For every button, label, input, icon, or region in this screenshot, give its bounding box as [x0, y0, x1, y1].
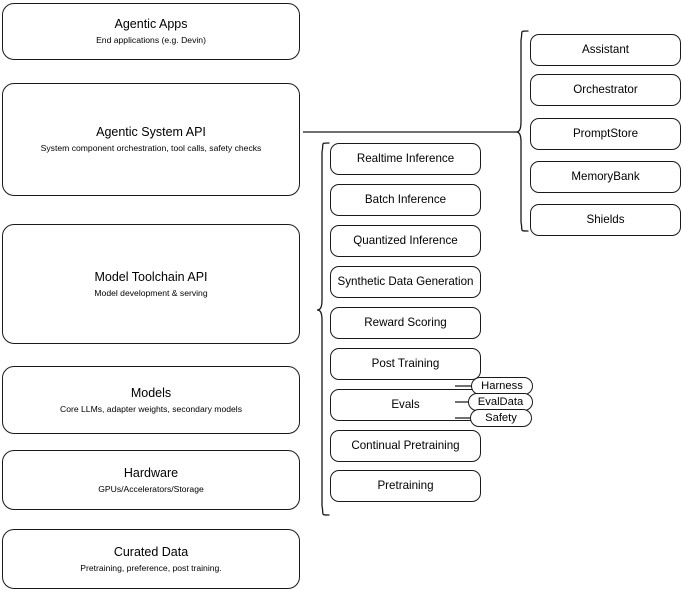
evals-pill-safety[interactable]: Safety [470, 409, 532, 427]
agentic-component-orchestrator[interactable]: Orchestrator [530, 74, 681, 106]
toolchain-item-label: Realtime Inference [356, 152, 455, 165]
agentic-component-shields[interactable]: Shields [530, 204, 681, 236]
layer-box-model-toolchain-api[interactable]: Model Toolchain API Model development & … [2, 224, 300, 344]
agentic-component-label: MemoryBank [571, 170, 640, 183]
layer-title: Model Toolchain API [94, 269, 208, 284]
layer-title: Agentic Apps [114, 17, 188, 31]
agentic-component-label: PromptStore [572, 127, 639, 140]
toolchain-item-label: Continual Pretraining [351, 439, 460, 452]
layer-title: Models [130, 385, 172, 400]
toolchain-item-batch-inference[interactable]: Batch Inference [330, 184, 481, 216]
agentic-component-memorybank[interactable]: MemoryBank [530, 161, 681, 193]
toolchain-item-label: Evals [391, 398, 420, 411]
layer-box-agentic-apps[interactable]: Agentic Apps End applications (e.g. Devi… [2, 3, 300, 60]
layer-title: Curated Data [113, 544, 189, 559]
toolchain-item-label: Reward Scoring [364, 316, 447, 329]
evals-pill-label: EvalData [477, 395, 524, 408]
layer-title: Agentic System API [96, 125, 206, 139]
layer-subtitle: System component orchestration, tool cal… [40, 143, 262, 153]
toolchain-item-label: Quantized Inference [353, 234, 458, 247]
evals-pill-label: Safety [485, 411, 517, 424]
layer-box-models[interactable]: Models Core LLMs, adapter weights, secon… [2, 366, 300, 434]
toolchain-item-synthetic-data-generation[interactable]: Synthetic Data Generation [330, 266, 481, 298]
toolchain-item-label: Post Training [371, 357, 440, 370]
agentic-component-label: Orchestrator [573, 83, 638, 96]
agentic-component-assistant[interactable]: Assistant [530, 34, 681, 66]
layer-subtitle: GPUs/Accelerators/Storage [98, 483, 204, 494]
toolchain-item-label: Synthetic Data Generation [337, 275, 474, 288]
layer-box-hardware[interactable]: Hardware GPUs/Accelerators/Storage [2, 450, 300, 510]
toolchain-item-post-training[interactable]: Post Training [330, 348, 481, 380]
toolchain-item-continual-pretraining[interactable]: Continual Pretraining [330, 430, 481, 462]
agentic-component-label: Assistant [581, 43, 630, 56]
layer-subtitle: Model development & serving [94, 287, 208, 298]
toolchain-item-realtime-inference[interactable]: Realtime Inference [330, 143, 481, 175]
agentic-component-promptstore[interactable]: PromptStore [530, 118, 681, 150]
toolchain-item-label: Batch Inference [364, 193, 447, 206]
toolchain-item-label: Pretraining [377, 479, 434, 492]
toolchain-item-pretraining[interactable]: Pretraining [330, 470, 481, 502]
layer-subtitle: Core LLMs, adapter weights, secondary mo… [60, 403, 242, 414]
brace-toolchain-capabilities [316, 142, 330, 516]
toolchain-item-quantized-inference[interactable]: Quantized Inference [330, 225, 481, 257]
brace-agentic-components [515, 30, 529, 232]
evals-pill-label: Harness [481, 379, 523, 392]
layer-box-agentic-system-api[interactable]: Agentic System API System component orch… [2, 83, 300, 196]
layer-box-curated-data[interactable]: Curated Data Pretraining, preference, po… [2, 529, 300, 589]
agentic-component-label: Shields [586, 213, 625, 226]
toolchain-item-evals[interactable]: Evals [330, 389, 481, 421]
layer-subtitle: Pretraining, preference, post training. [80, 562, 222, 573]
layer-subtitle: End applications (e.g. Devin) [96, 35, 206, 45]
toolchain-item-reward-scoring[interactable]: Reward Scoring [330, 307, 481, 339]
layer-title: Hardware [123, 465, 179, 480]
